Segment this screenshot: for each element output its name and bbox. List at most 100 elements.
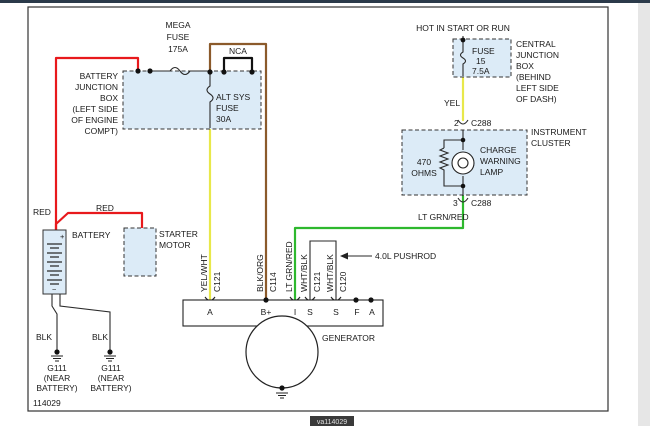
g111-label-a3: BATTERY) — [36, 383, 77, 393]
red-wire-battery-junction — [54, 56, 140, 233]
c114-label: C114 — [268, 272, 278, 292]
terminal-a2: A — [369, 307, 375, 317]
nca-label: NCA — [229, 46, 247, 56]
c120-label: C120 — [338, 271, 348, 292]
g111-label-b3: BATTERY) — [90, 383, 131, 393]
fuse15-label-3: 7.5A — [472, 66, 490, 76]
top-bar — [0, 0, 650, 3]
battery-jb-label-5: OF ENGINE — [71, 115, 118, 125]
mega-fuse-label-2: FUSE — [167, 32, 190, 42]
lamp-label-3: LAMP — [480, 167, 503, 177]
terminal-s2: S — [333, 307, 339, 317]
alt-sys-label-1: ALT SYS — [216, 92, 251, 102]
starter-label-1: STARTER — [159, 229, 198, 239]
node-dot — [263, 297, 269, 303]
cluster-internal-wiring — [443, 130, 464, 196]
battery-jb-label-3: BOX — [100, 93, 118, 103]
lt-grn-red-horizontal: LT GRN/RED — [418, 212, 469, 222]
node-dot — [460, 137, 466, 143]
blk-org-label: BLK/ORG — [255, 254, 265, 292]
alt-sys-label-2: FUSE — [216, 103, 239, 113]
generator-symbol — [245, 315, 319, 389]
fuse15-label-2: 15 — [476, 56, 486, 66]
node-dot — [207, 69, 213, 75]
lt-grn-red-vertical: LT GRN/RED — [284, 241, 294, 292]
terminal-f: F — [354, 307, 359, 317]
starter-motor-box — [123, 227, 157, 277]
starter-label-2: MOTOR — [159, 240, 190, 250]
cjb-label-2: JUNCTION — [516, 50, 559, 60]
lamp-symbol — [451, 151, 475, 175]
hot-label: HOT IN START OR RUN — [416, 23, 510, 33]
c288-bot-label: C288 — [471, 198, 492, 208]
node-dot — [353, 297, 359, 303]
cjb-label-5: LEFT SIDE — [516, 83, 559, 93]
fuse15-symbol — [459, 40, 467, 76]
footer-tag: va114029 — [317, 419, 347, 426]
pushrod-arrowhead — [340, 252, 348, 260]
ic-label-2: CLUSTER — [531, 138, 571, 148]
battery-jb-label-4: (LEFT SIDE — [72, 104, 118, 114]
generator-label: GENERATOR — [322, 333, 375, 343]
pin-2-label: 2 — [454, 118, 459, 128]
battery-plus: + — [60, 232, 65, 241]
mega-fuse-rating: 175A — [168, 44, 188, 54]
g111-label-a1: G111 — [47, 363, 67, 373]
red-label-2: RED — [96, 203, 114, 213]
brown-wire-blk-org — [208, 42, 268, 329]
black-wire-nca — [222, 56, 254, 74]
g111-label-a2: (NEAR — [44, 373, 70, 383]
terminal-b-plus: B+ — [261, 307, 272, 317]
node-dot — [135, 68, 141, 74]
red-wire-starter — [54, 211, 144, 233]
side-strip — [638, 3, 650, 426]
ohms-label-1: 470 — [417, 157, 431, 167]
black-wire-ground-2 — [59, 294, 111, 350]
generator-ground-dot — [279, 385, 285, 391]
cjb-label-1: CENTRAL — [516, 39, 556, 49]
red-label-1: RED — [33, 207, 51, 217]
cjb-label-6: OF DASH) — [516, 94, 557, 104]
cjb-label-4: (BEHIND — [516, 72, 551, 82]
lamp-filament — [457, 157, 469, 169]
battery-jb-label-2: JUNCTION — [75, 82, 118, 92]
mega-fuse-label: MEGA — [165, 20, 190, 30]
battery-minus: − — [52, 285, 57, 294]
terminal-i: I — [294, 307, 296, 317]
battery-cells — [47, 243, 62, 285]
blk-label-1: BLK — [36, 332, 52, 342]
wht-blk-label-1: WHT/BLK — [299, 254, 309, 292]
terminal-s1: S — [307, 307, 313, 317]
battery-jb-label-1: BATTERY — [80, 71, 119, 81]
terminal-a1: A — [207, 307, 213, 317]
g111-label-b2: (NEAR — [98, 373, 124, 383]
gray-wire-wht-blk — [309, 240, 337, 300]
alt-sys-label-3: 30A — [216, 114, 231, 124]
node-dot — [249, 69, 255, 75]
lamp-label-1: CHARGE — [480, 145, 517, 155]
green-wire-lt-grn-red — [293, 194, 465, 302]
generator-ground-icon — [276, 392, 288, 399]
battery-label: BATTERY — [72, 230, 111, 240]
c288-top-label: C288 — [471, 118, 492, 128]
ohms-label-2: OHMS — [411, 168, 437, 178]
footer-tag-bg — [310, 416, 354, 426]
blk-label-2: BLK — [92, 332, 108, 342]
node-dot — [368, 297, 374, 303]
yel-label: YEL — [444, 98, 460, 108]
lamp-label-2: WARNING — [480, 156, 521, 166]
pushrod-label: 4.0L PUSHROD — [375, 251, 436, 261]
connector-c288-top — [457, 119, 469, 125]
diagram-id: 114029 — [33, 398, 61, 408]
ic-label-1: INSTRUMENT — [531, 127, 587, 137]
fuse15-label-1: FUSE — [472, 46, 495, 56]
c121-label-b: C121 — [312, 271, 322, 292]
connector-c288-bot — [457, 197, 469, 203]
battery-junction-box — [122, 70, 262, 130]
node-dot — [221, 69, 227, 75]
black-wire-ground-1 — [51, 294, 58, 350]
resistor-symbol — [438, 147, 450, 176]
c121-label-a: C121 — [212, 271, 222, 292]
